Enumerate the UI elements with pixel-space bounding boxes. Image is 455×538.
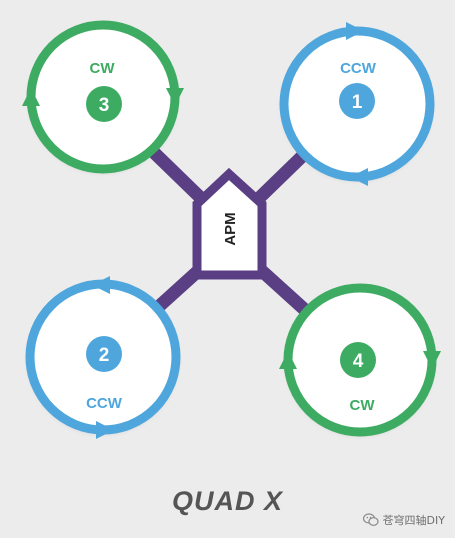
motor-1-arrow-top <box>346 22 364 40</box>
motor-4-arrow-right <box>423 351 441 369</box>
watermark: 苍穹四轴DIY <box>362 512 445 528</box>
motor-2-arrow-top <box>92 276 110 294</box>
motor-1: 1 CCW <box>279 22 435 186</box>
motor-2-hub <box>86 336 122 372</box>
motor-2-number: 2 <box>99 345 110 366</box>
motor-3-arrow-left <box>22 88 40 106</box>
motor-3-direction: CW <box>90 60 116 77</box>
watermark-text: 苍穹四轴DIY <box>382 514 445 527</box>
motor-1-hub <box>339 83 375 119</box>
motor-4-number: 4 <box>353 351 364 372</box>
motor-4-arrow-left <box>279 351 297 369</box>
motor-2-arrow-bottom <box>96 421 114 439</box>
motor-3: 3 CW <box>22 20 184 174</box>
motor-1-number: 1 <box>352 92 363 113</box>
motor-4-direction: CW <box>350 397 376 414</box>
motor-2: 2 CCW <box>25 276 181 439</box>
controller-label: APM <box>222 212 239 245</box>
diagram-title: QUAD X <box>171 486 283 516</box>
motor-3-hub <box>86 86 122 122</box>
motor-2-direction: CCW <box>86 395 123 412</box>
controller-body <box>192 167 267 280</box>
motor-4: 4 CW <box>279 283 441 437</box>
wechat-icon <box>362 513 379 526</box>
motor-3-arrow-right <box>166 88 184 106</box>
motor-3-number: 3 <box>99 95 110 116</box>
motor-1-direction: CCW <box>340 60 377 77</box>
motor-4-hub <box>340 342 376 378</box>
motor-1-arrow-bottom <box>350 168 368 186</box>
